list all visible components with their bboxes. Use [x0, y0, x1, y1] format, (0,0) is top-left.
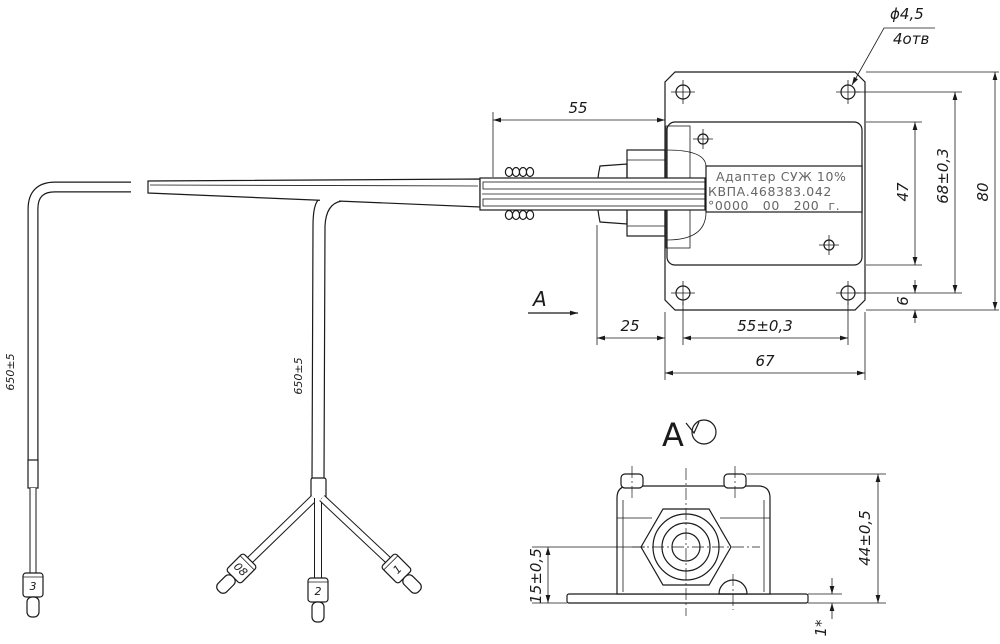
extension-lines-front [492, 71, 999, 380]
connector-pin [216, 574, 236, 594]
callout-leader [851, 27, 935, 86]
hole-diameter: ϕ4,5 [890, 5, 924, 23]
branch-wire-right-fill [319, 495, 391, 563]
cable-length-left: 650±5 [4, 353, 17, 390]
dimensions-front: 55 47 68±0,3 80 6 25 55±0,3 67 [493, 72, 998, 376]
cable-length-branch: 650±5 [292, 357, 305, 394]
dim-plate-width: 67 [755, 352, 775, 370]
nameplate-title: Адаптер СУЖ 10% [716, 169, 846, 184]
spring-coil [511, 166, 521, 178]
branch-splitter [310, 477, 327, 500]
view-arrow-label: A [531, 287, 547, 311]
connector-left: 3 [22, 572, 44, 618]
dim-base-thickness: 1* [812, 619, 830, 637]
branch-right-edge [323, 200, 342, 481]
spring-coil [518, 166, 528, 178]
dim-hole-spacing-v: 68±0,3 [934, 148, 952, 204]
mounting-hole-tr [836, 80, 860, 104]
view-label: А [662, 416, 684, 454]
spring-coil [511, 209, 521, 221]
connector-branch-middle: 2 [307, 577, 329, 623]
main-cable-core [149, 184, 479, 187]
cable-harness: 3 08 2 1 [4, 178, 481, 623]
nameplate-serial: °0000 00 200 г. [708, 198, 840, 213]
dim-axis-height: 15±0,5 [527, 548, 545, 604]
dim-edge-offset: 6 [894, 296, 912, 306]
hole-callout: ϕ4,5 4отв [851, 5, 935, 86]
spring-coil [504, 209, 514, 221]
spring-coil [504, 166, 514, 178]
view-arrow: A [528, 287, 578, 316]
dimensions-side: 44±0,5 15±0,5 1* [527, 474, 881, 637]
connector-label: 2 [315, 585, 322, 598]
branch-wire-left-fill [247, 495, 317, 563]
rotation-icon [691, 419, 717, 445]
left-cable-outline [27, 181, 131, 460]
dim-plate-height: 80 [974, 182, 992, 201]
spring-coil [525, 209, 535, 221]
hole-count: 4отв [893, 30, 929, 48]
cable-sheath-hatch-top [482, 181, 706, 190]
mounting-hole-tl [671, 80, 695, 104]
ground-terminal-section [718, 579, 748, 595]
base-plate [566, 593, 809, 604]
connector-pin [402, 574, 422, 594]
dim-body-height: 44±0,5 [856, 510, 874, 566]
branch-left-edge [311, 199, 319, 481]
spring-coil [518, 209, 528, 221]
nameplate-frame [705, 165, 863, 213]
left-cable-fill [28, 182, 131, 460]
nameplate-code: КВПА.468383.042 [708, 184, 832, 199]
mounting-hole-bl [671, 281, 695, 305]
gland-outline-curve [666, 149, 707, 241]
dim-gland-offset: 25 [620, 317, 639, 335]
main-cable [147, 178, 481, 208]
strain-relief-spring [504, 166, 535, 221]
connector-ring [239, 555, 255, 571]
spring-coil [525, 166, 535, 178]
rotation-arrow-icon [685, 421, 700, 435]
adapter-front-view: Адаптер СУЖ 10% КВПА.468383.042 °0000 00… [479, 5, 999, 380]
branch-junction-mask [319, 198, 340, 203]
connector-branch-right: 1 [381, 553, 422, 594]
extension-lines-side [532, 473, 886, 604]
cover-screw-bottom [819, 235, 839, 255]
connector-branch-left: 08 [216, 553, 257, 594]
adapter-side-view: 44±0,5 15±0,5 1* [527, 466, 886, 637]
connector-label: 3 [30, 580, 37, 593]
cable-sheath-hatch-bottom [482, 198, 706, 207]
view-a-label: А [662, 416, 717, 454]
nameplate: Адаптер СУЖ 10% КВПА.468383.042 °0000 00… [705, 165, 863, 213]
connector-pin [26, 596, 40, 618]
dim-hole-spacing-h: 55±0,3 [737, 317, 793, 335]
connector-pin [311, 601, 325, 623]
dim-inner-height: 47 [894, 182, 912, 202]
cover-screw-top [693, 129, 713, 149]
left-heat-shrink [27, 459, 39, 489]
connector-ring [383, 555, 399, 571]
dim-cable-exit: 55 [568, 99, 587, 117]
